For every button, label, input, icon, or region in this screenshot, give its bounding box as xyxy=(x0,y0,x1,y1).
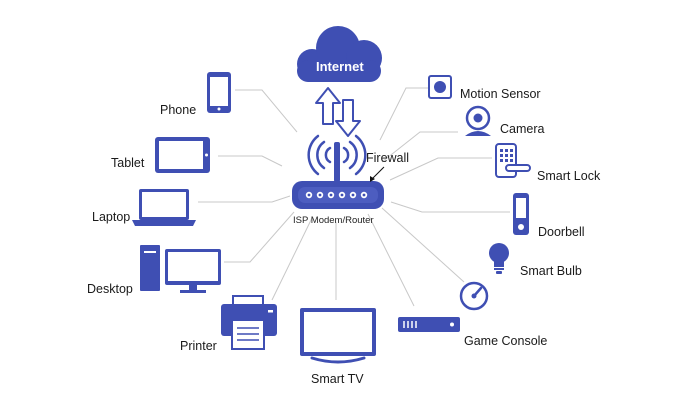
printer-icon xyxy=(221,295,277,350)
internet-label: Internet xyxy=(316,59,364,74)
tv-icon xyxy=(300,308,376,364)
smart-tv-label: Smart TV xyxy=(311,372,364,386)
camera-label: Camera xyxy=(500,122,545,136)
router-label: ISP Modem/Router xyxy=(293,215,374,226)
smart-bulb-icon xyxy=(459,281,489,311)
desktop-icon xyxy=(140,245,221,293)
firewall-label: Firewall xyxy=(366,151,410,165)
connector-camera xyxy=(381,131,458,163)
laptop-icon xyxy=(132,189,196,226)
wifi-signal-icon xyxy=(307,134,367,176)
smart-bulb-label: Smart Bulb xyxy=(520,264,582,278)
connector-smart-bulb xyxy=(381,207,465,283)
connector-laptop xyxy=(198,195,291,203)
connector-lines xyxy=(198,87,510,307)
cloud-icon xyxy=(297,26,382,82)
router-icon xyxy=(292,142,384,209)
keypad-lock-icon xyxy=(495,143,531,178)
doorbell-icon xyxy=(489,243,509,274)
game-console-label: Game Console xyxy=(464,334,548,348)
smart-lock-label: Smart Lock xyxy=(537,169,601,183)
connector-smart-lock xyxy=(389,157,492,181)
up-down-arrows-icon xyxy=(315,87,361,137)
connector-motion-sensor xyxy=(379,87,428,141)
desktop-label: Desktop xyxy=(87,282,133,296)
connector-doorbell xyxy=(390,201,510,213)
printer-label: Printer xyxy=(180,339,217,353)
connector-printer xyxy=(271,217,313,301)
tablet-label: Tablet xyxy=(111,156,145,170)
laptop-label: Laptop xyxy=(92,210,131,224)
phone-label: Phone xyxy=(160,103,197,117)
game-console-icon xyxy=(398,317,460,332)
tablet-icon xyxy=(155,137,210,173)
camera-icon xyxy=(465,105,491,136)
connector-phone xyxy=(235,89,298,133)
connector-tablet xyxy=(218,155,283,167)
motion-sensor-icon xyxy=(428,75,452,99)
connector-desktop xyxy=(224,211,295,263)
doorbell-label: Doorbell xyxy=(538,225,585,239)
motion-sensor-label: Motion Sensor xyxy=(460,87,541,101)
phone-icon xyxy=(207,72,231,113)
firewall-pointer-arrow xyxy=(370,166,385,182)
connector-game-console xyxy=(367,213,415,307)
smart-lock-icon xyxy=(513,193,529,235)
